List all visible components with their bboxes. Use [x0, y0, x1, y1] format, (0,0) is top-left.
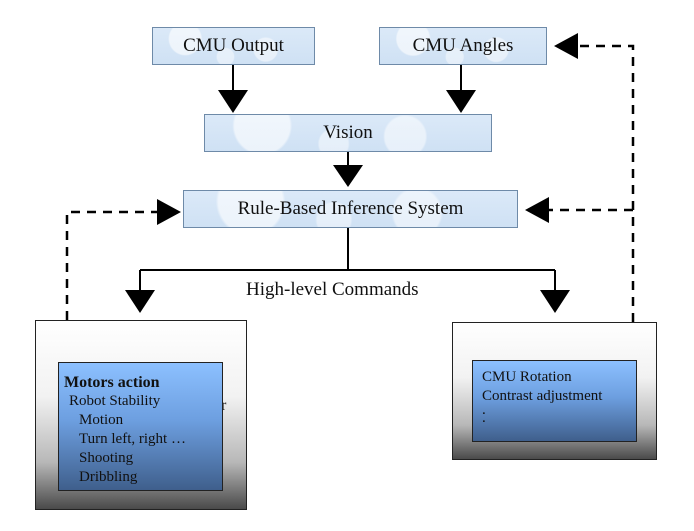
arrow-angles-to-vision [446, 65, 476, 113]
right-module-panel: CMU Rotation Contrast adjustment . . [452, 322, 657, 460]
list-item: . [482, 402, 486, 418]
vision-label: Vision [323, 122, 373, 143]
inference-node: Rule-Based Inference System [183, 190, 518, 228]
cmu-output-node: CMU Output [152, 27, 315, 65]
list-item: Dribbling [79, 469, 138, 485]
list-item: Contrast adjustment [482, 388, 603, 404]
branch-connector [125, 228, 570, 313]
feedback-right-dashed [525, 33, 635, 322]
list-item: CMU Rotation [482, 369, 572, 385]
list-item: Robot Stability [69, 393, 161, 409]
inference-label: Rule-Based Inference System [237, 198, 464, 219]
list-item: Turn left, right … [79, 431, 186, 447]
motors-action-box: Motors action Robot Stability Motion Tur… [58, 362, 223, 491]
cmu-control-box: CMU Rotation Contrast adjustment . . [472, 360, 637, 442]
arrow-vision-to-inference [333, 152, 363, 187]
arrow-output-to-vision [218, 65, 248, 113]
list-item: Shooting [79, 450, 134, 466]
list-item: . [482, 410, 486, 426]
motors-action-title: Motors action [64, 374, 160, 391]
vision-node: Vision [204, 114, 492, 152]
high-level-commands-label: High-level Commands [246, 279, 419, 300]
cmu-angles-node: CMU Angles [379, 27, 547, 65]
cmu-output-label: CMU Output [183, 35, 284, 56]
left-module-panel: I r Motors action Robot Stability Motion… [35, 320, 247, 510]
left-panel-overlap-letter-right: r [221, 397, 227, 414]
feedback-left-dashed [65, 199, 181, 320]
cmu-angles-label: CMU Angles [412, 35, 514, 56]
list-item: Motion [79, 412, 124, 428]
